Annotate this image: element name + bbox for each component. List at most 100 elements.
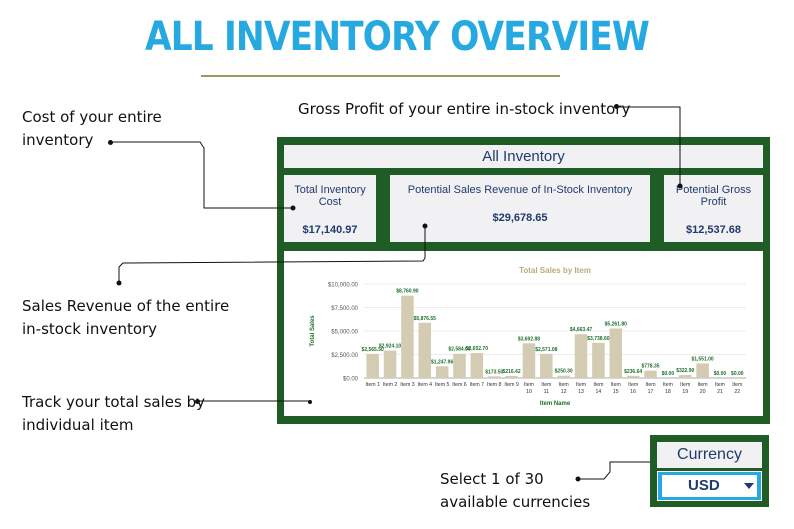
bar bbox=[435, 366, 449, 378]
annotation-revenue-line1: Sales Revenue of the entire bbox=[22, 297, 230, 315]
connector-revenue bbox=[118, 226, 426, 282]
bar bbox=[696, 363, 709, 378]
bar bbox=[609, 328, 623, 378]
currency-select-field[interactable]: USD bbox=[662, 475, 757, 497]
connector-end-gross-profit bbox=[677, 183, 683, 189]
connector-end-revenue-text bbox=[116, 280, 122, 286]
annotation-dot-cost bbox=[108, 140, 113, 145]
y-tick-label: $2,500.00 bbox=[331, 353, 358, 359]
bar bbox=[487, 376, 501, 378]
annotation-track-line1: Track your total sales by bbox=[22, 393, 205, 411]
connector-cost bbox=[111, 141, 293, 209]
data-label: $0.00 bbox=[714, 371, 727, 377]
data-label: $8,760.90 bbox=[396, 289, 418, 295]
annotation-track: Track your total sales by individual ite… bbox=[22, 391, 205, 437]
data-label: $2,565.50 bbox=[362, 347, 384, 353]
bar bbox=[592, 342, 605, 378]
connector-currency bbox=[578, 461, 660, 480]
x-tick-label: Item 5 bbox=[435, 382, 450, 388]
x-tick-label: Item 6 bbox=[452, 382, 467, 388]
connector-end-revenue-card bbox=[422, 223, 428, 229]
x-tick-label: Item 3 bbox=[400, 382, 415, 388]
data-label: $5,261.80 bbox=[605, 322, 627, 328]
data-label: $0.00 bbox=[662, 371, 675, 377]
currency-select[interactable]: USD bbox=[657, 471, 762, 501]
x-tick-label: Item 2 bbox=[383, 382, 398, 388]
x-tick-label: Item 8 bbox=[487, 382, 502, 388]
annotation-revenue-line2: in-stock inventory bbox=[22, 320, 158, 338]
data-label: $4,663.47 bbox=[570, 327, 592, 333]
data-label: $250.30 bbox=[555, 369, 573, 375]
y-tick-label: $7,500.00 bbox=[331, 306, 358, 312]
data-label: $0.00 bbox=[731, 371, 744, 377]
x-tick-label: Item 9 bbox=[504, 382, 519, 388]
bar bbox=[453, 353, 466, 378]
title-underline bbox=[201, 75, 560, 77]
y-tick-label: $5,000.00 bbox=[331, 330, 358, 336]
connector-end-cost bbox=[290, 205, 296, 211]
data-label: $2,571.08 bbox=[535, 347, 557, 353]
annotation-dot-track bbox=[195, 399, 200, 404]
annotation-currency-line2: available currencies bbox=[440, 493, 591, 511]
data-label: $236.64 bbox=[624, 369, 642, 375]
bar bbox=[401, 295, 414, 378]
annotation-gross-profit: Gross Profit of your entire in-stock inv… bbox=[298, 100, 631, 118]
dashboard-header-title: All Inventory bbox=[482, 148, 565, 165]
dashboard-header: All Inventory bbox=[284, 145, 763, 168]
bar bbox=[418, 322, 432, 378]
annotation-track-line2: individual item bbox=[22, 416, 134, 434]
x-axis-label: Item Name bbox=[540, 401, 571, 407]
currency-selected-value: USD bbox=[688, 477, 720, 494]
annotation-currency: Select 1 of 30 available currencies bbox=[440, 468, 590, 514]
annotation-cost-line1: Cost of your entire bbox=[22, 108, 162, 126]
data-label: $2,652.70 bbox=[466, 346, 488, 352]
bar bbox=[574, 334, 588, 378]
connector-end-track bbox=[308, 400, 312, 404]
chevron-down-icon[interactable] bbox=[744, 483, 754, 489]
card-total-inventory-cost: Total Inventory Cost $17,140.97 bbox=[284, 175, 376, 242]
y-axis-label: Total Sales bbox=[310, 315, 316, 347]
bar bbox=[557, 375, 570, 378]
sales-bar-chart: Total Sales by Item $0.00 $2,500.00 $5,000.… bbox=[310, 266, 746, 407]
annotation-cost-line2: inventory bbox=[22, 131, 94, 149]
bar bbox=[626, 375, 640, 378]
bar bbox=[522, 343, 536, 378]
data-label: $216.42 bbox=[503, 369, 521, 375]
annotation-revenue: Sales Revenue of the entire in-stock inv… bbox=[22, 295, 229, 341]
data-label: $1,247.96 bbox=[431, 359, 453, 365]
page-title: ALL INVENTORY OVERVIEW bbox=[144, 14, 650, 60]
card-label: Total Inventory Cost bbox=[294, 184, 366, 208]
bar bbox=[678, 374, 692, 378]
annotation-cost: Cost of your entire inventory bbox=[22, 106, 162, 152]
data-label: $2,924.10 bbox=[379, 344, 401, 350]
x-tick-label: Item 7 bbox=[470, 382, 485, 388]
data-label: $3,738.60 bbox=[587, 336, 609, 342]
y-tick-label: $0.00 bbox=[343, 377, 359, 383]
chart-title: Total Sales by Item bbox=[519, 266, 591, 275]
currency-label: Currency bbox=[677, 446, 742, 463]
y-tick-label: $10,000.00 bbox=[328, 283, 359, 289]
data-label: $3,692.88 bbox=[518, 336, 540, 342]
x-tick-label: Item 1 bbox=[365, 382, 380, 388]
bar bbox=[383, 350, 397, 378]
data-label: $173.50 bbox=[485, 369, 503, 375]
bar bbox=[540, 353, 553, 378]
bar bbox=[644, 370, 657, 378]
annotation-dot-gross-profit bbox=[614, 104, 619, 109]
bar bbox=[366, 353, 379, 378]
connector-end-currency-text bbox=[575, 476, 581, 482]
x-tick-label: Item 4 bbox=[418, 382, 433, 388]
card-value: $29,678.65 bbox=[492, 212, 548, 224]
card-potential-sales-revenue: Potential Sales Revenue of In-Stock Inve… bbox=[390, 175, 650, 242]
connector-gross-profit bbox=[617, 106, 681, 185]
